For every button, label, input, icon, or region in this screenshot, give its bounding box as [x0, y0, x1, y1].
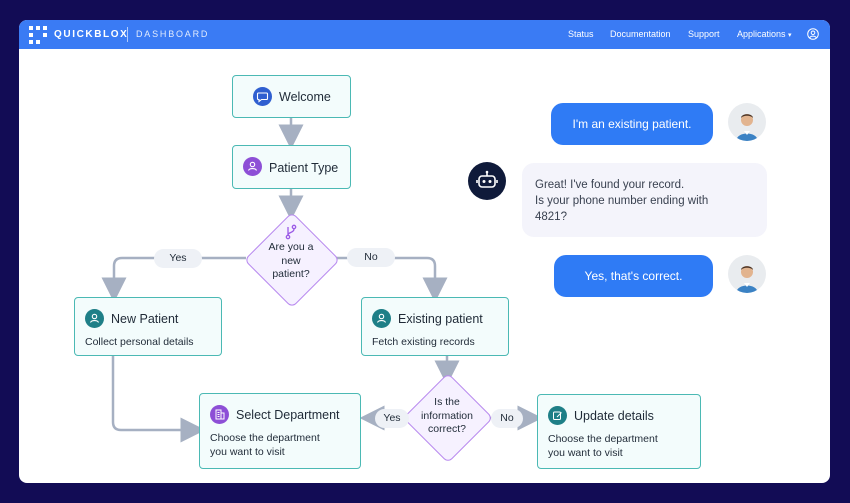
select-department-title: Select Department — [236, 408, 340, 422]
update-details-node[interactable]: Update details Choose the department you… — [537, 394, 701, 469]
user-message-1: I'm an existing patient. — [551, 103, 713, 145]
yes-label: Yes — [154, 249, 202, 268]
info-correct-question: Is the information correct? — [421, 396, 473, 435]
brand-divider — [127, 27, 128, 42]
existing-patient-title: Existing patient — [398, 312, 483, 326]
existing-patient-subtitle: Fetch existing records — [372, 336, 475, 348]
brand-name: QUICKBLOX — [54, 29, 129, 40]
new-patient-question: Are you a new patient? — [268, 241, 314, 280]
person-icon — [243, 157, 262, 176]
person-icon — [372, 309, 391, 328]
user-message-2: Yes, that's correct. — [554, 255, 713, 297]
nav-documentation-link[interactable]: Documentation — [610, 29, 671, 39]
applications-label: Applications — [737, 29, 786, 39]
user-avatar — [728, 255, 766, 293]
top-navigation-bar: QUICKBLOX DASHBOARD Status Documentation… — [19, 20, 830, 49]
no-label-2: No — [491, 409, 523, 428]
section-label: DASHBOARD — [136, 29, 210, 39]
user-account-icon[interactable] — [807, 28, 819, 40]
patient-type-node[interactable]: Patient Type — [232, 145, 351, 189]
select-department-node[interactable]: Select Department Choose the department … — [199, 393, 361, 469]
new-patient-title: New Patient — [111, 312, 179, 326]
patient-type-title: Patient Type — [269, 161, 339, 175]
bot-avatar-icon — [468, 162, 506, 200]
yes-label-2: Yes — [375, 409, 409, 428]
new-patient-subtitle: Collect personal details — [85, 336, 194, 348]
nav-support-link[interactable]: Support — [688, 29, 720, 39]
no-label: No — [347, 248, 395, 267]
dashboard-window: QUICKBLOX DASHBOARD Status Documentation… — [19, 20, 830, 483]
chat-icon — [253, 87, 272, 106]
update-details-subtitle: Choose the department you want to visit — [548, 433, 658, 459]
branch-icon — [285, 224, 297, 240]
edit-icon — [548, 406, 567, 425]
chevron-down-icon: ▾ — [788, 32, 792, 39]
nav-status-link[interactable]: Status — [568, 29, 594, 39]
update-details-title: Update details — [574, 409, 654, 423]
welcome-node[interactable]: Welcome — [232, 75, 351, 118]
building-icon — [210, 405, 229, 424]
select-department-subtitle: Choose the department you want to visit — [210, 432, 320, 458]
nav-applications-menu[interactable]: Applications ▾ — [737, 29, 792, 39]
quickblox-logo-icon[interactable] — [29, 26, 47, 44]
bot-message-1: Great! I've found your record. Is your p… — [522, 163, 767, 237]
existing-patient-node[interactable]: Existing patient Fetch existing records — [361, 297, 509, 356]
person-icon — [85, 309, 104, 328]
user-avatar — [728, 103, 766, 141]
new-patient-node[interactable]: New Patient Collect personal details — [74, 297, 222, 356]
welcome-title: Welcome — [279, 90, 331, 104]
